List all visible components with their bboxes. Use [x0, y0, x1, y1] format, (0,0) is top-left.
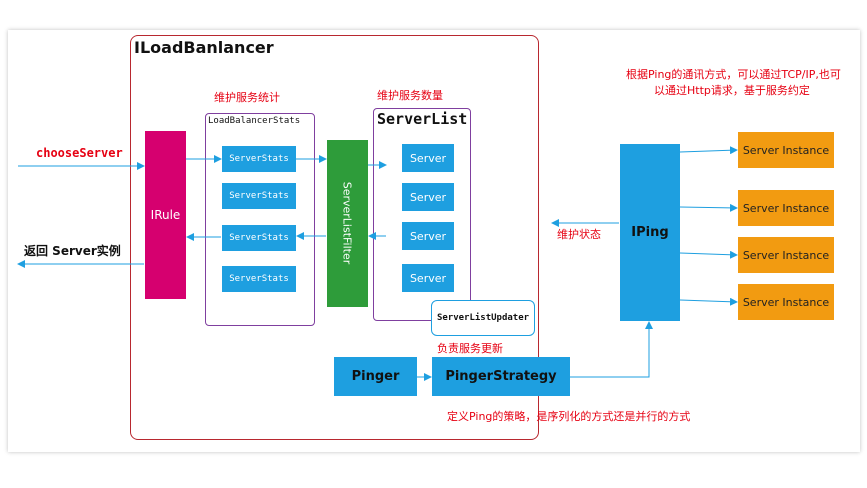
server-instance: Server Instance — [738, 284, 834, 320]
server-instance: Server Instance — [738, 190, 834, 226]
server-stats-item: ServerStats — [222, 146, 296, 172]
server-instance: Server Instance — [738, 132, 834, 168]
load-balancer-stats-label: LoadBalancerStats — [208, 116, 301, 126]
load-balancer-stats-box — [205, 113, 315, 326]
server-instance-label: Server Instance — [742, 295, 830, 309]
iping-to-instance-arrow — [679, 297, 738, 306]
server-list-label: ServerList — [377, 110, 468, 128]
server-item: Server — [402, 264, 454, 292]
return-server-label: 返回 Server实例 — [24, 244, 121, 258]
server-stats-item: ServerStats — [222, 183, 296, 209]
iloadbalancer-title: ILoadBanlancer — [134, 38, 274, 57]
pinger-box: Pinger — [334, 357, 417, 396]
iping-to-instance-arrow — [679, 146, 738, 155]
server-label: Server — [409, 271, 447, 285]
server-item: Server — [402, 222, 454, 250]
server-list-updater-label: ServerListUpdater — [436, 313, 530, 323]
server-list-updater-box: ServerListUpdater — [431, 300, 535, 336]
server-label: Server — [409, 229, 447, 243]
pinger-label: Pinger — [351, 369, 400, 384]
server-list-filter-box — [327, 140, 368, 307]
iping-to-instance-arrow — [679, 250, 738, 259]
iping-label: IPing — [631, 225, 669, 240]
server-stats-item: ServerStats — [222, 266, 296, 292]
choose-server-label: chooseServer — [36, 146, 123, 160]
ping-note-line1: 根据Ping的通讯方式，可以通过TCP/IP,也可 — [626, 68, 841, 81]
server-instance-label: Server Instance — [742, 201, 830, 215]
iping-to-instance-arrow — [679, 203, 738, 212]
server-stats-item: ServerStats — [222, 225, 296, 251]
server-stats-label: ServerStats — [229, 154, 289, 164]
server-instance-label: Server Instance — [742, 248, 830, 262]
server-stats-label: ServerStats — [229, 274, 289, 284]
responsible-update-label: 负责服务更新 — [437, 342, 503, 355]
maintain-state-label: 维护状态 — [557, 228, 601, 241]
pinger-strategy-label: PingerStrategy — [445, 369, 557, 384]
strategy-note: 定义Ping的策略，是序列化的方式还是并行的方式 — [447, 410, 691, 423]
server-list-box — [373, 108, 471, 321]
irule-box: IRule — [145, 131, 186, 299]
server-instance: Server Instance — [738, 237, 834, 273]
server-item: Server — [402, 183, 454, 211]
maintain-stats-label: 维护服务统计 — [214, 91, 280, 104]
maintain-count-label: 维护服务数量 — [377, 89, 443, 102]
server-instance-label: Server Instance — [742, 143, 830, 157]
irule-label: IRule — [150, 208, 181, 222]
server-item: Server — [402, 144, 454, 172]
strategy-to-iping-arrow — [570, 321, 653, 378]
pinger-strategy-box: PingerStrategy — [432, 357, 570, 396]
server-stats-label: ServerStats — [229, 191, 289, 201]
server-label: Server — [409, 190, 447, 204]
iloadbalancer-container — [130, 35, 539, 440]
iping-box: IPing — [620, 144, 680, 321]
server-label: Server — [409, 151, 447, 165]
server-stats-label: ServerStats — [229, 233, 289, 243]
ping-note-line2: 以通过Http请求，基于服务约定 — [654, 84, 810, 97]
